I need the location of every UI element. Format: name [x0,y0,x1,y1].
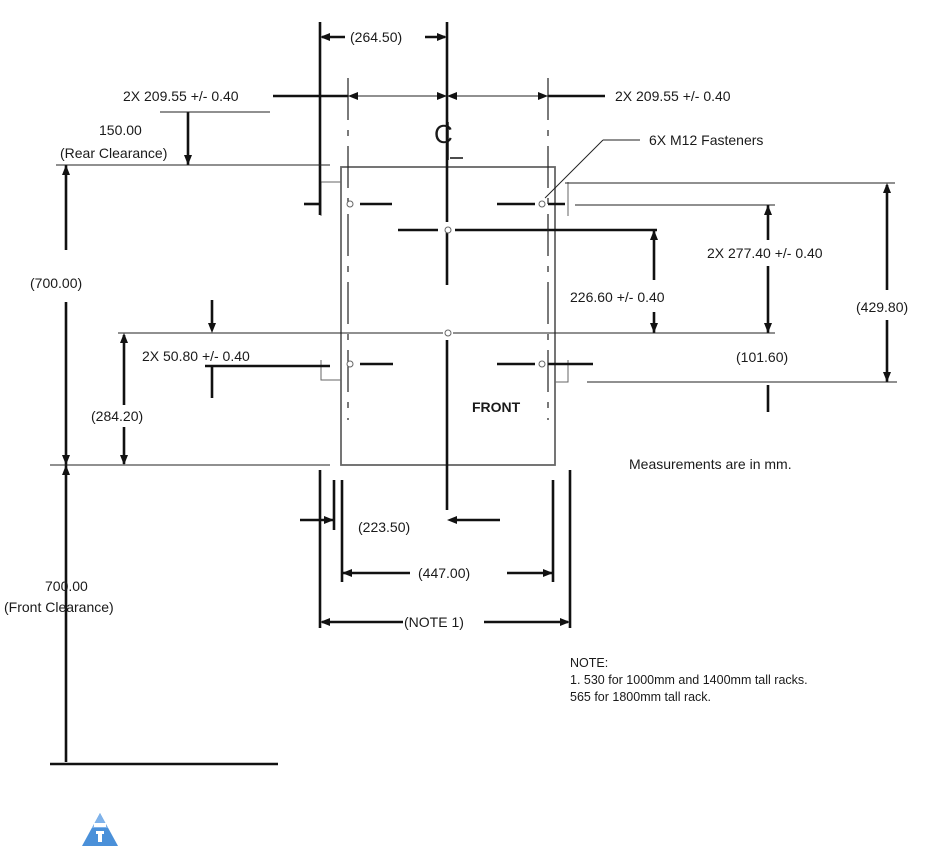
notes-title: NOTE: [570,656,608,670]
rack-outline [320,166,569,466]
dim-209-55-right: 2X 209.55 +/- 0.40 [615,88,731,104]
fastener-hole [538,200,546,208]
thin-lines [50,80,897,466]
tip-icon [82,813,118,846]
fastener-hole [444,226,452,234]
dim-101-60: (101.60) [736,349,788,365]
dim-note-1: (NOTE 1) [404,614,464,630]
front-label: FRONT [472,399,521,415]
fastener-hole [346,360,354,368]
units-statement: Measurements are in mm. [629,456,792,472]
front-clearance-label: (Front Clearance) [4,599,114,615]
dim-50-80: 2X 50.80 +/- 0.40 [142,348,250,364]
fastener-hole [346,200,354,208]
left-upper-bracket [320,181,341,216]
right-lower-bracket [555,360,569,383]
centerline-symbol: C [434,119,463,160]
centerline-label: C [434,119,453,149]
note-line-1: 1. 530 for 1000mm and 1400mm tall racks. [570,673,808,687]
notes-block: NOTE: 1. 530 for 1000mm and 1400mm tall … [570,656,808,704]
dim-700-00: (700.00) [30,275,82,291]
dim-277-40: 2X 277.40 +/- 0.40 [707,245,823,261]
note-line-2: 565 for 1800mm tall rack. [570,690,711,704]
dim-429-80: (429.80) [856,299,908,315]
arrowheads [62,33,891,626]
rear-clearance-value: 150.00 [99,122,142,138]
front-clearance-value: 700.00 [45,578,88,594]
dim-264-50: (264.50) [350,29,402,45]
dim-226-60: 226.60 +/- 0.40 [570,289,665,305]
left-lower-bracket [320,360,341,381]
fastener-hole [538,360,546,368]
fastener-hole [444,329,452,337]
thick-lines [50,22,889,766]
dim-447-00: (447.00) [418,565,470,581]
fastener-holes [346,200,546,368]
dim-209-55-left: 2X 209.55 +/- 0.40 [123,88,239,104]
fasteners-callout: 6X M12 Fasteners [649,132,763,148]
dim-284-20: (284.20) [91,408,143,424]
rear-clearance-label: (Rear Clearance) [60,145,167,161]
dim-223-50: (223.50) [358,519,410,535]
